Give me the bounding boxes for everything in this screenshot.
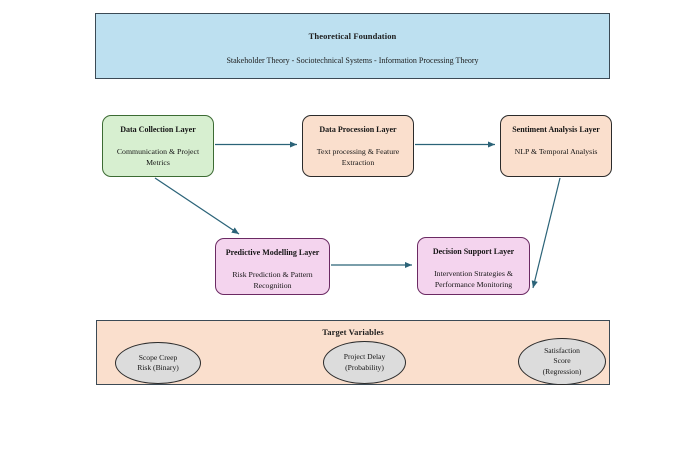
node-subtitle: Communication & Project Metrics — [116, 147, 200, 167]
target-oval-label: Scope Creep Risk (Binary) — [137, 352, 179, 373]
node-subtitle: Risk Prediction & Pattern Recognition — [232, 270, 313, 290]
edge-collection-to-predictive — [154, 177, 240, 235]
target-variables-title: Target Variables — [322, 327, 384, 337]
theoretical-foundation-title: Theoretical Foundation — [308, 31, 397, 41]
node-subtitle: NLP & Temporal Analysis — [514, 147, 598, 156]
node-title: Sentiment Analysis Layer — [512, 125, 600, 134]
theoretical-foundation-band: Theoretical Foundation Stakeholder Theor… — [95, 13, 610, 79]
target-oval-label: Project Delay (Probability) — [343, 352, 386, 372]
target-oval-satisfaction-score[interactable]: Satisfaction Score (Regression) — [518, 338, 606, 385]
node-title: Data Procession Layer — [319, 125, 397, 134]
theoretical-foundation-subtitle: Stakeholder Theory - Sociotechnical Syst… — [226, 56, 479, 65]
node-data-collection-layer[interactable]: Data Collection Layer Communication & Pr… — [102, 115, 214, 177]
node-decision-support-layer[interactable]: Decision Support Layer Intervention Stra… — [417, 237, 530, 295]
node-subtitle: Text processing & Feature Extraction — [316, 147, 400, 167]
node-sentiment-analysis-layer[interactable]: Sentiment Analysis Layer NLP & Temporal … — [500, 115, 612, 177]
target-oval-scope-creep[interactable]: Scope Creep Risk (Binary) — [115, 342, 201, 384]
node-title: Data Collection Layer — [120, 125, 196, 134]
node-data-procession-layer[interactable]: Data Procession Layer Text processing & … — [302, 115, 414, 177]
target-oval-project-delay[interactable]: Project Delay (Probability) — [323, 341, 406, 384]
node-subtitle: Intervention Strategies & Performance Mo… — [434, 269, 513, 289]
node-predictive-modelling-layer[interactable]: Predictive Modelling Layer Risk Predicti… — [215, 238, 330, 295]
target-oval-label: Satisfaction Score (Regression) — [542, 345, 582, 376]
node-title: Decision Support Layer — [432, 247, 515, 256]
node-title: Predictive Modelling Layer — [225, 248, 320, 257]
edge-sentiment-to-decision — [531, 177, 561, 289]
